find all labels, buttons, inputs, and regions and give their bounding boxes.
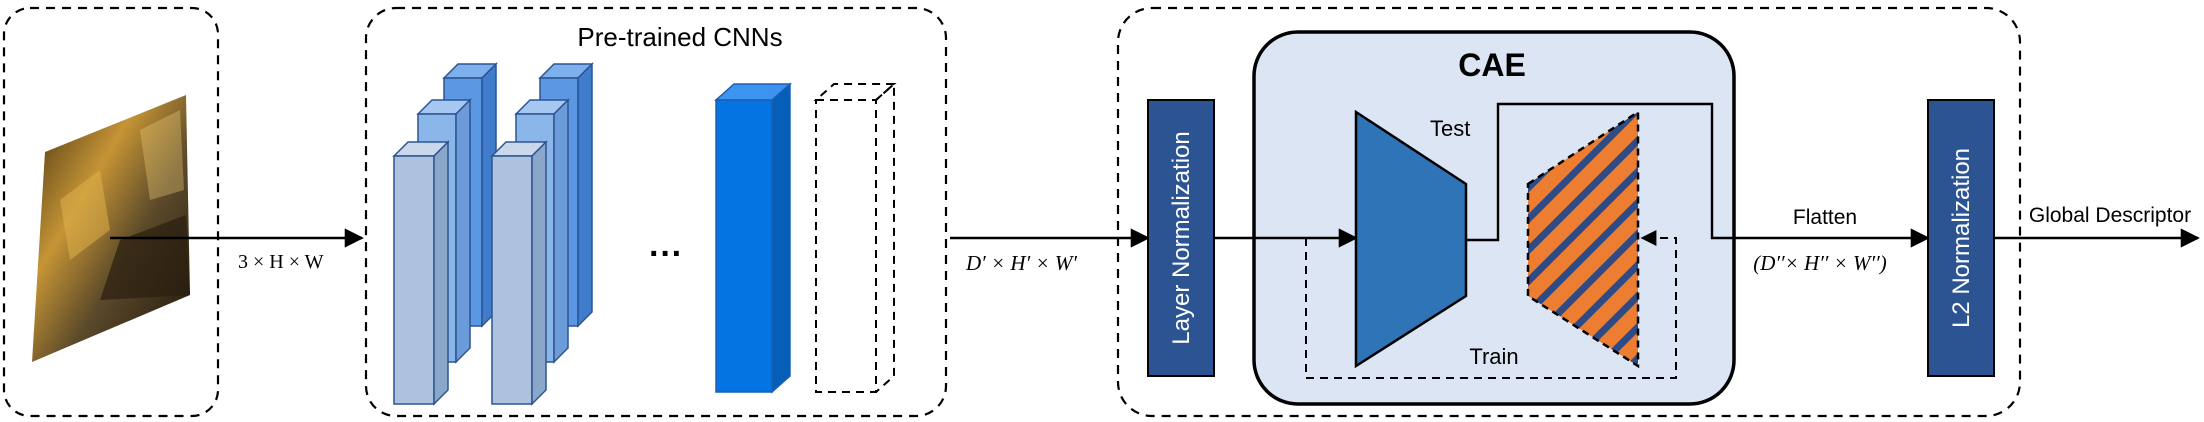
cnn-layer-front-2 xyxy=(490,140,548,406)
l2-normalization-box xyxy=(1927,99,1995,377)
input-dim-label: 3 × H × W xyxy=(238,251,324,273)
flatten-label: Flatten xyxy=(1793,206,1857,229)
cae-decoder xyxy=(1526,109,1640,369)
cnn-final-layer xyxy=(714,82,792,394)
cnn-group-box xyxy=(364,6,948,418)
cae-title: CAE xyxy=(1458,47,1526,83)
test-label: Test xyxy=(1430,116,1470,141)
cnn-removed-layer xyxy=(813,81,897,393)
global-descriptor-label: Global Descriptor xyxy=(2029,204,2191,227)
descriptor-group-box xyxy=(1116,6,2022,418)
test-path xyxy=(1466,102,1930,248)
train-path xyxy=(1305,230,1677,379)
cnn-output-dim-label: D′ × H′ × W′ xyxy=(965,251,1077,275)
cae-encoder xyxy=(1354,109,1468,369)
train-label: Train xyxy=(1469,344,1518,369)
input-image xyxy=(32,95,190,362)
l2-normalization-label: L2 Normalization xyxy=(1948,148,1975,328)
flatten-dim-label: (D′′× H′′ × W′′) xyxy=(1753,251,1886,275)
layer-normalization-box xyxy=(1147,99,1215,377)
cnn-title: Pre-trained CNNs xyxy=(577,22,782,52)
layer-normalization-label: Layer Normalization xyxy=(1168,131,1195,344)
cnn-ellipsis: ··· xyxy=(649,235,683,273)
cnn-layer-front-1 xyxy=(392,140,450,406)
input-group-box xyxy=(2,6,220,418)
